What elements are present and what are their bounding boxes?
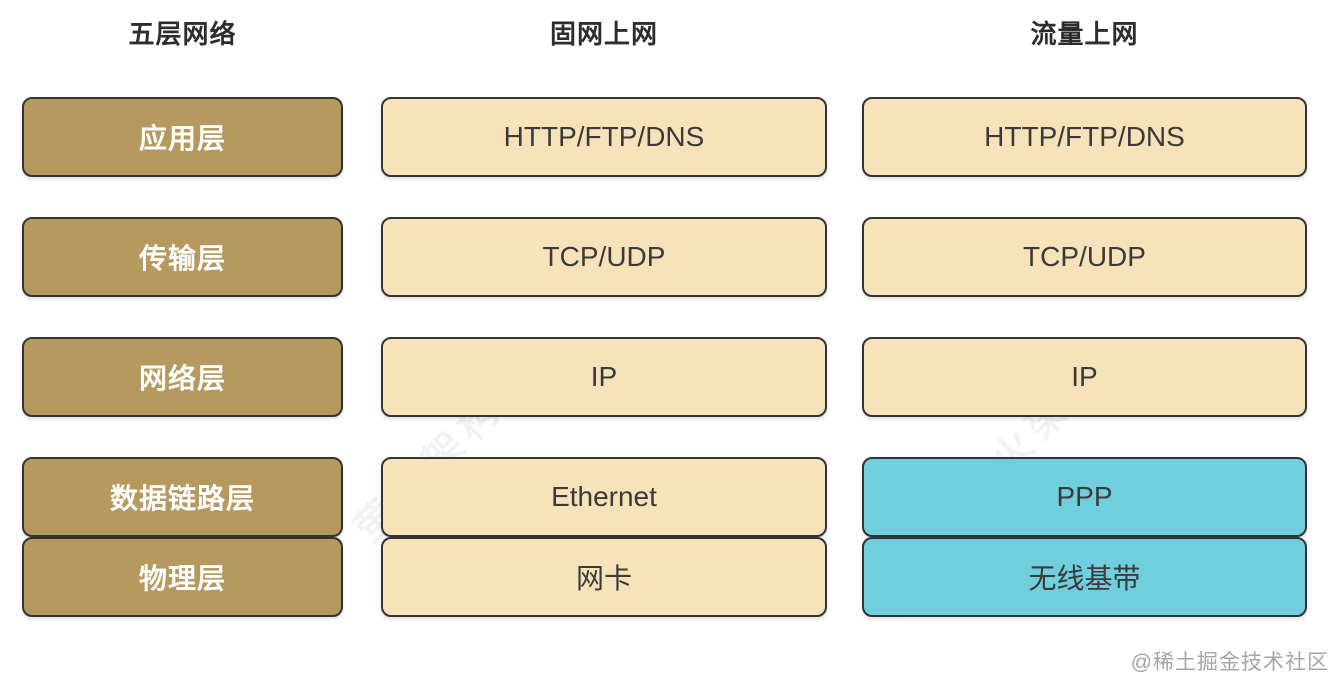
box-mobile-ip: IP <box>862 337 1307 417</box>
box-fixed-network-card: 网卡 <box>381 537 827 617</box>
column-mobile-data: 流量上网 HTTP/FTP/DNS TCP/UDP IP PPP 无线基带 <box>862 0 1307 657</box>
box-fixed-http-ftp-dns: HTTP/FTP/DNS <box>381 97 827 177</box>
column-header-five-layer: 五层网络 <box>128 19 237 49</box>
column-header-mobile-data: 流量上网 <box>1030 19 1139 49</box>
box-fixed-ethernet: Ethernet <box>381 457 827 537</box>
box-mobile-wireless-baseband: 无线基带 <box>862 537 1307 617</box>
box-datalink-layer: 数据链路层 <box>22 457 343 537</box>
column-header-fixed-network: 固网上网 <box>549 19 658 49</box>
box-network-layer: 网络层 <box>22 337 343 417</box>
box-application-layer: 应用层 <box>22 97 343 177</box>
box-fixed-ip: IP <box>381 337 827 417</box>
box-mobile-tcp-udp: TCP/UDP <box>862 217 1307 297</box>
column-fixed-network: 固网上网 HTTP/FTP/DNS TCP/UDP IP Ethernet 网卡 <box>381 0 827 657</box>
box-transport-layer: 传输层 <box>22 217 343 297</box>
box-mobile-http-ftp-dns: HTTP/FTP/DNS <box>862 97 1307 177</box>
box-physical-layer: 物理层 <box>22 537 343 617</box>
box-mobile-ppp: PPP <box>862 457 1307 537</box>
box-fixed-tcp-udp: TCP/UDP <box>381 217 827 297</box>
column-five-layer-network: 五层网络 应用层 传输层 网络层 数据链路层 物理层 <box>22 0 343 657</box>
